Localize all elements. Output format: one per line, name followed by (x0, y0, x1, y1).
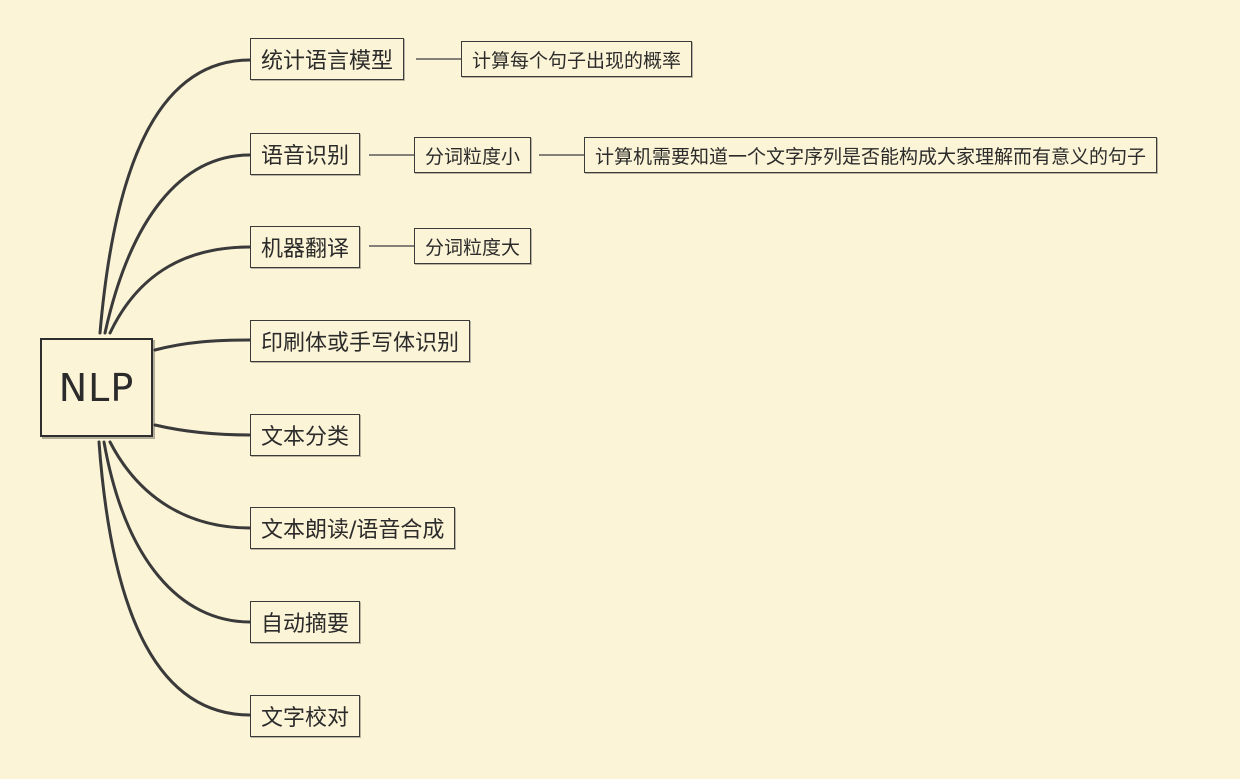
sub-node-fine-granularity[interactable]: 分词粒度小 (414, 137, 532, 173)
edge-root-to-speech-recognition (103, 153, 252, 335)
branch-proofreading[interactable]: 文字校对 (250, 695, 361, 737)
edge-root-to-text-classification (153, 423, 252, 437)
branch-tts[interactable]: 文本朗读/语音合成 (250, 507, 456, 549)
edge-root-to-machine-translation (108, 245, 252, 335)
edge-root-to-proofreading (97, 440, 252, 717)
branch-machine-translation[interactable]: 机器翻译 (250, 226, 361, 268)
branch-language-model[interactable]: 统计语言模型 (250, 38, 405, 80)
root-node-nlp[interactable]: NLP (40, 338, 153, 437)
branch-ocr-handwriting[interactable]: 印刷体或手写体识别 (250, 320, 471, 362)
branch-speech-recognition[interactable]: 语音识别 (250, 133, 361, 175)
edge-root-to-tts (108, 440, 252, 530)
sub-node-coarse-granularity[interactable]: 分词粒度大 (414, 228, 532, 264)
branch-text-classification[interactable]: 文本分类 (250, 414, 361, 456)
sub-node-sentence-probability[interactable]: 计算每个句子出现的概率 (461, 41, 693, 77)
edge-root-to-summarization (102, 440, 252, 624)
edge-root-to-ocr (153, 338, 252, 352)
edge-root-to-language-model (98, 58, 252, 335)
sub-node-sequence-meaning[interactable]: 计算机需要知道一个文字序列是否能构成大家理解而有意义的句子 (584, 137, 1158, 173)
branch-summarization[interactable]: 自动摘要 (250, 601, 361, 643)
